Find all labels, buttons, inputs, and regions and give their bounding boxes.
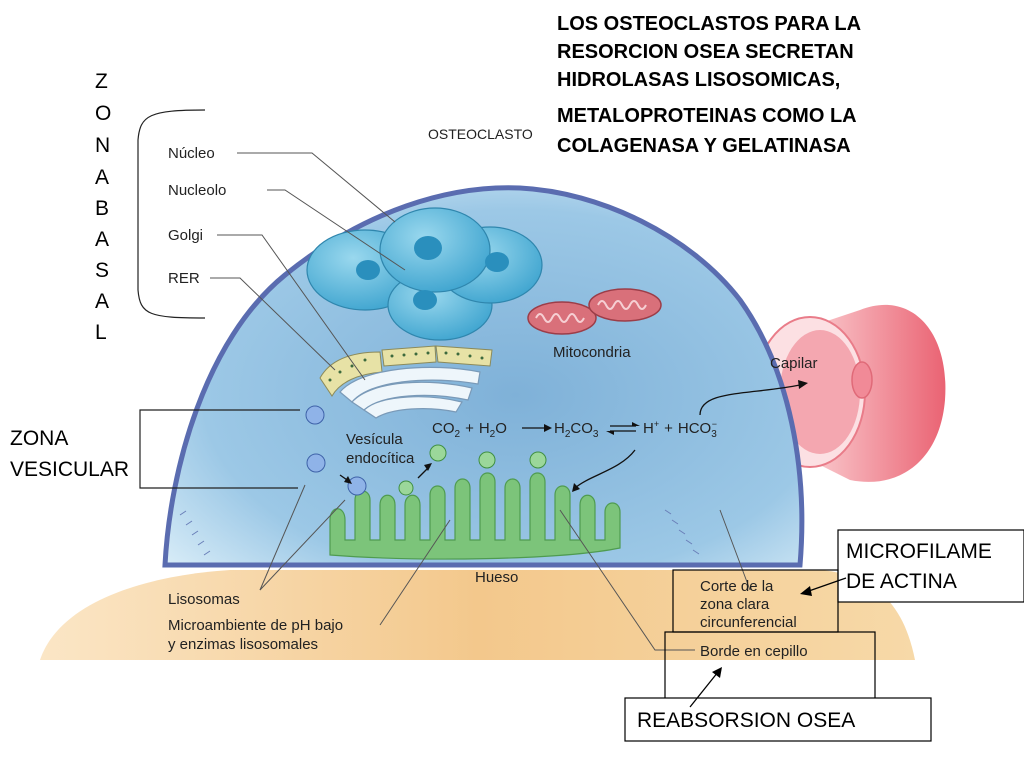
title-block: LOS OSTEOCLASTOS PARA LA RESORCION OSEA … <box>557 13 861 157</box>
svg-text:H2CO3: H2CO3 <box>554 420 599 440</box>
cell-edge-marks <box>179 509 700 556</box>
title-line: METALOPROTEINAS COMO LA <box>557 105 857 127</box>
capilar-label: Capilar <box>770 355 818 372</box>
nucleo-label: Núcleo <box>168 145 215 162</box>
eq-arrow-head <box>544 424 552 432</box>
zona-vesicular-label: VESICULAR <box>10 458 129 481</box>
microambiente-label: y enzimas lisosomales <box>168 636 318 653</box>
zona-basal-letter: B <box>95 197 109 220</box>
eq-h2co3-sub2: 3 <box>593 429 599 440</box>
eq-co2: CO <box>432 420 455 437</box>
reabsorcion-box <box>624 697 932 742</box>
corte-label: zona clara <box>700 596 770 613</box>
eq-plus2: + <box>664 420 673 437</box>
eq-h2o-end: O <box>495 420 507 437</box>
zona-basal-letter: L <box>95 321 107 344</box>
bone <box>40 570 915 660</box>
vesicula-label: endocítica <box>346 450 415 467</box>
vesicula-label: Vesícula <box>346 431 403 448</box>
title-line: COLAGENASA Y GELATINASA <box>557 135 851 157</box>
eq-hco3: HCO <box>678 420 711 437</box>
microfilament-label: DE ACTINA <box>846 570 957 593</box>
endocytic-vesicles <box>398 444 547 496</box>
zona-vesicular-bracket <box>139 409 300 489</box>
zona-basal-letter: O <box>95 102 111 125</box>
rer <box>319 345 493 397</box>
microfilament-label: MICROFILAME <box>846 540 992 563</box>
ruffled-border <box>329 472 621 560</box>
zona-basal-letter: A <box>95 228 109 251</box>
nucleolo-label: Nucleolo <box>168 182 226 199</box>
zona-basal-letter: A <box>95 166 109 189</box>
chemical-equation: CO2+H2O H2CO3 H++HCO3− <box>432 419 717 440</box>
zona-basal-label: Z O N A B A S A L <box>95 70 111 344</box>
eq-h2o-sub: 2 <box>490 429 496 440</box>
golgi-label: Golgi <box>168 227 203 244</box>
cell-label: OSTEOCLASTO <box>428 126 533 142</box>
eq-h2o: H <box>479 420 490 437</box>
zona-basal-letter: N <box>95 134 110 157</box>
nuclei <box>306 207 543 341</box>
eq-hco3-sub: 3 <box>711 429 717 440</box>
rer-label: RER <box>168 270 200 287</box>
borde-label: Borde en cepillo <box>700 643 808 660</box>
hueso-label: Hueso <box>475 569 518 586</box>
mitocondria-label: Mitocondria <box>553 344 631 361</box>
zona-basal-letter: Z <box>95 70 108 93</box>
reabsorcion-arrow <box>689 671 719 708</box>
leader-lines <box>210 152 751 651</box>
eq-arrow-head <box>632 422 640 426</box>
eq-hplus: H <box>643 420 654 437</box>
corte-label: Corte de la <box>700 578 774 595</box>
zona-vesicular-label: ZONA <box>10 427 68 450</box>
golgi <box>339 366 481 419</box>
zona-basal-letter: A <box>95 290 109 313</box>
microfilament-arrow <box>805 577 847 593</box>
eq-arrow-head <box>606 431 614 435</box>
eq-h2co3-mid: CO <box>570 420 593 437</box>
lysosomes <box>305 405 367 496</box>
eq-h2co3-sub1: 2 <box>565 429 571 440</box>
eq-hplus-sup: + <box>654 419 659 429</box>
title-line: RESORCION OSEA SECRETAN <box>557 41 854 63</box>
svg-text:CO2+H2O: CO2+H2O <box>432 420 507 440</box>
corte-label: circunferencial <box>700 614 797 631</box>
zona-basal-letter: S <box>95 259 109 282</box>
mitochondria <box>527 288 662 335</box>
reabsorcion-label: REABSORSION OSEA <box>637 709 855 732</box>
eq-hco3-sup: − <box>712 419 717 429</box>
svg-text:H++HCO3−: H++HCO3− <box>643 419 717 440</box>
eq-co2-sub: 2 <box>455 429 461 440</box>
title-line: LOS OSTEOCLASTOS PARA LA <box>557 13 861 35</box>
lisosomas-label: Lisosomas <box>168 591 240 608</box>
microfilament-box <box>837 529 1024 603</box>
eq-h2co3: H <box>554 420 565 437</box>
microambiente-label: Microambiente de pH bajo <box>168 617 343 634</box>
eq-plus: + <box>465 420 474 437</box>
title-line: HIDROLASAS LISOSOMICAS, <box>557 69 840 91</box>
zona-basal-bracket <box>137 109 206 319</box>
